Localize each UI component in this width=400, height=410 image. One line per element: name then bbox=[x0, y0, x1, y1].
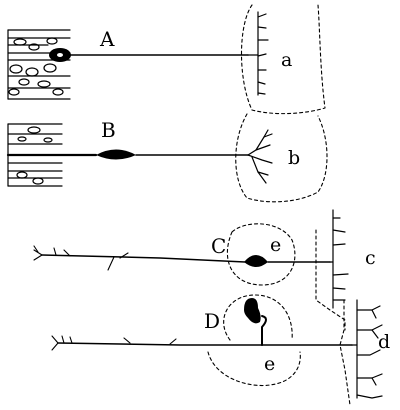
tissue-block-a bbox=[7, 29, 71, 100]
field-boundary-a bbox=[241, 4, 326, 115]
terminal-branches-a bbox=[247, 11, 269, 96]
field-boundary-e-lower bbox=[207, 351, 301, 387]
field-boundary-b bbox=[235, 113, 328, 203]
dendrites-d bbox=[51, 335, 177, 351]
dendrites-c bbox=[33, 245, 129, 271]
label-A: A bbox=[99, 27, 115, 51]
terminal-branches-b bbox=[247, 129, 273, 184]
cell-body-d-stalk bbox=[261, 315, 267, 346]
cell-body-d bbox=[244, 298, 261, 324]
label-c: c bbox=[365, 247, 376, 269]
label-b: b bbox=[288, 147, 300, 169]
label-e-lower: e bbox=[264, 353, 275, 375]
neuron-a: A a bbox=[7, 4, 326, 115]
field-boundary-e-upper bbox=[226, 223, 296, 286]
cell-body-c bbox=[244, 255, 268, 267]
neuron-b: B b bbox=[6, 113, 328, 203]
axon-d bbox=[57, 342, 263, 346]
label-C: C bbox=[211, 234, 226, 258]
nucleus-a bbox=[57, 53, 63, 57]
label-a: a bbox=[281, 49, 292, 71]
cell-body-b bbox=[96, 149, 136, 160]
axon-c bbox=[41, 254, 246, 263]
field-boundary-D bbox=[223, 294, 293, 341]
tissue-block-b bbox=[7, 123, 63, 187]
label-B: B bbox=[101, 118, 116, 142]
neuron-d: D e d bbox=[51, 294, 390, 406]
label-D: D bbox=[204, 309, 220, 333]
field-boundary-c bbox=[315, 229, 346, 331]
terminal-branches-c bbox=[329, 209, 349, 309]
terminal-branches-d bbox=[351, 299, 383, 399]
field-boundary-d bbox=[339, 299, 351, 406]
label-d: d bbox=[378, 331, 390, 353]
neuron-c: C e c bbox=[33, 209, 376, 331]
label-e-upper: e bbox=[270, 234, 281, 256]
